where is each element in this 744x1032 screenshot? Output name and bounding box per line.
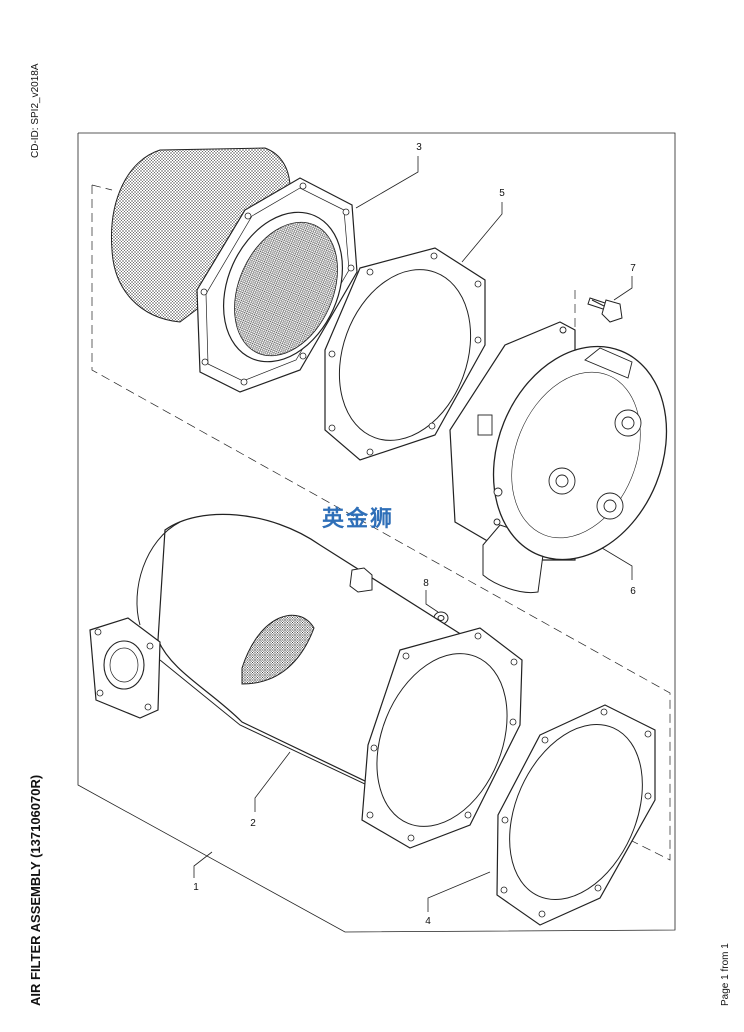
- cover-part-6: [449, 321, 668, 594]
- callout-4: 4: [425, 916, 431, 927]
- filter-element-part-3: [110, 147, 358, 393]
- gasket-part-4: [496, 704, 656, 926]
- callout-1: 1: [193, 882, 199, 893]
- bolt-part-7: [587, 297, 623, 323]
- callout-2: 2: [250, 818, 256, 829]
- callout-8: 8: [423, 578, 429, 589]
- callout-6: 6: [630, 586, 636, 597]
- callout-5: 5: [499, 188, 505, 199]
- assembly-boundary: [77, 132, 676, 933]
- watermark-text: 英金狮: [322, 507, 395, 532]
- callout-7: 7: [630, 263, 636, 274]
- gasket-part-5: [324, 247, 486, 461]
- callout-3: 3: [416, 142, 422, 153]
- housing-part-2: [89, 513, 523, 849]
- leader-lines: [193, 156, 633, 912]
- assembly-axis-lines: [91, 184, 671, 861]
